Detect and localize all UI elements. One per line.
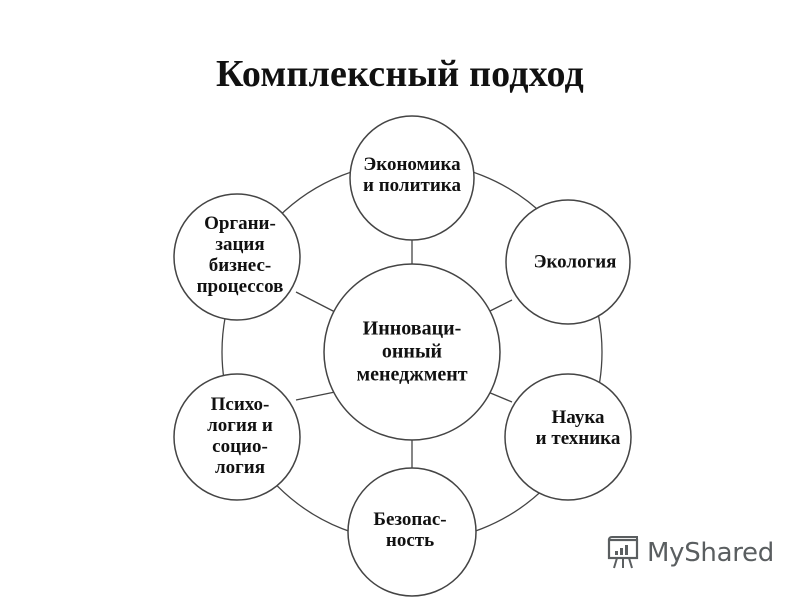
- node-circle-security: [347, 467, 477, 597]
- node-label-ecology: Экология: [533, 251, 617, 273]
- node-circle-psychology: [173, 373, 301, 501]
- center-circle: [323, 263, 501, 441]
- presentation-board-icon: [607, 536, 639, 569]
- node-circle-organization: [173, 193, 301, 321]
- spokes: [295, 240, 513, 470]
- node-label-organization: Органи- зация бизнес- процессов: [196, 213, 284, 297]
- node-label-security: Безопас- ность: [373, 509, 447, 551]
- node-circle-science: [504, 373, 632, 501]
- watermark-text: MyShared: [647, 538, 774, 568]
- node-label-economics: Экономика и политика: [363, 154, 461, 196]
- node-label-psychology: Психо- логия и социо- логия: [207, 394, 273, 478]
- watermark: MyShared: [605, 536, 774, 570]
- node-label-science: Наука и техника: [535, 407, 621, 449]
- center-node-label: Инноваци- онный менеджмент: [356, 317, 468, 386]
- page-title: Комплексный подход: [216, 53, 584, 95]
- node-circle-ecology: [505, 199, 631, 325]
- node-circle-economics: [349, 115, 475, 241]
